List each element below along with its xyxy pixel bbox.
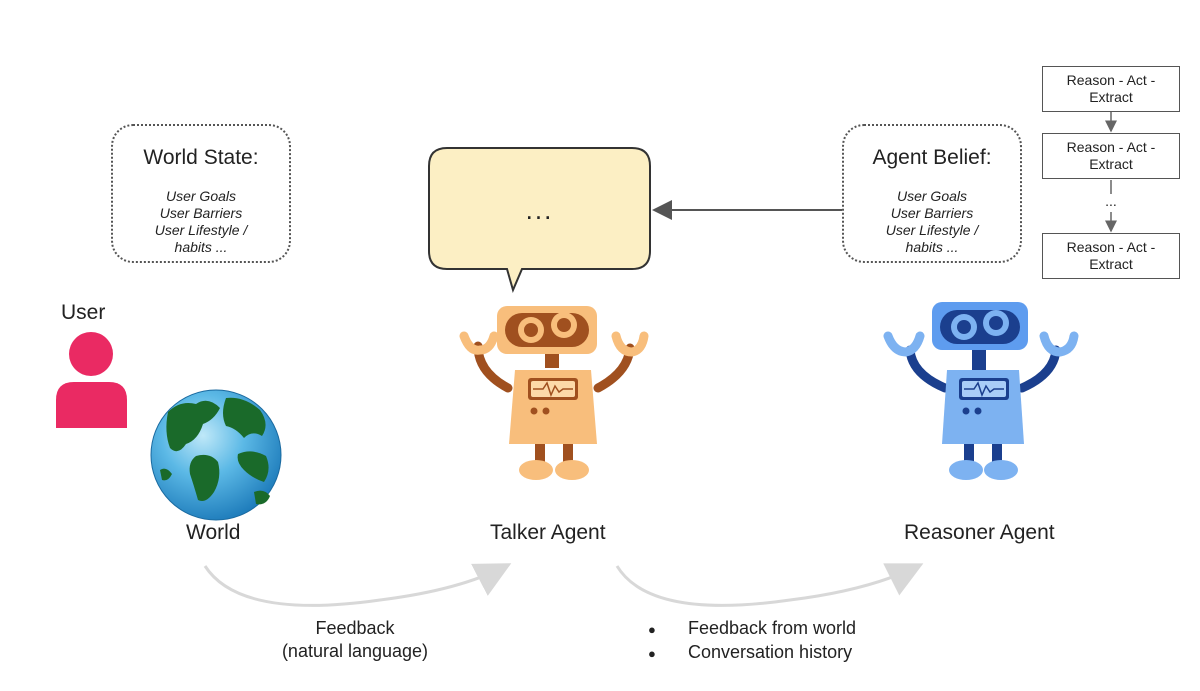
talker-agent-label: Talker Agent xyxy=(490,521,606,544)
world-state-item: User Barriers xyxy=(159,205,243,221)
agent-belief-item: habits ... xyxy=(905,239,959,255)
world-label: World xyxy=(186,521,241,544)
bullet-icon: ● xyxy=(648,646,656,661)
world-state-item: habits ... xyxy=(174,239,228,255)
speech-bubble-text: ... xyxy=(525,195,554,225)
step-line: Extract xyxy=(1089,256,1133,272)
world-state-box: World State: User Goals User Barriers Us… xyxy=(111,124,291,263)
speech-bubble xyxy=(428,147,651,293)
step-line: Extract xyxy=(1089,156,1133,172)
feedback-line: (natural language) xyxy=(281,641,429,661)
reasoner-inputs-list: ● Feedback from world ● Conversation histo… xyxy=(648,617,856,665)
agent-belief-box: Agent Belief: User Goals User Barriers U… xyxy=(842,124,1022,263)
step-line: Extract xyxy=(1089,89,1133,105)
step-box: Reason - Act - Extract xyxy=(1042,66,1180,112)
world-state-list: User Goals User Barriers User Lifestyle … xyxy=(113,188,289,256)
world-to-talker-arrow xyxy=(203,563,512,607)
globe-icon xyxy=(150,389,282,521)
reasoner-robot-icon xyxy=(883,302,1079,480)
agent-belief-item: User Barriers xyxy=(890,205,974,221)
agent-belief-item: User Lifestyle / xyxy=(885,222,979,238)
user-label: User xyxy=(61,301,106,324)
bullet-icon: ● xyxy=(648,622,656,637)
list-item: ● Conversation history xyxy=(648,641,856,665)
feedback-caption: Feedback (natural language) xyxy=(255,617,455,663)
step-ellipsis: ... xyxy=(1100,194,1122,208)
step-box: Reason - Act - Extract xyxy=(1042,133,1180,179)
step-line: Reason - Act - xyxy=(1066,72,1156,88)
talker-robot-icon xyxy=(459,306,649,480)
reasoner-agent-label: Reasoner Agent xyxy=(904,521,1055,544)
feedback-line: Feedback xyxy=(315,618,395,638)
agent-belief-title: Agent Belief: xyxy=(872,146,992,169)
list-item-text: Feedback from world xyxy=(688,618,857,638)
step-line: Reason - Act - xyxy=(1066,239,1156,255)
talker-to-reasoner-arrow xyxy=(615,563,924,607)
step-box: Reason - Act - Extract xyxy=(1042,233,1180,279)
list-item: ● Feedback from world xyxy=(648,617,856,641)
world-state-item: User Goals xyxy=(165,188,237,204)
agent-belief-item: User Goals xyxy=(896,188,968,204)
agent-belief-list: User Goals User Barriers User Lifestyle … xyxy=(844,188,1020,256)
step-line: Reason - Act - xyxy=(1066,139,1156,155)
user-icon xyxy=(56,332,127,428)
world-state-item: User Lifestyle / xyxy=(154,222,248,238)
list-item-text: Conversation history xyxy=(688,642,853,662)
world-state-title: World State: xyxy=(143,146,259,169)
